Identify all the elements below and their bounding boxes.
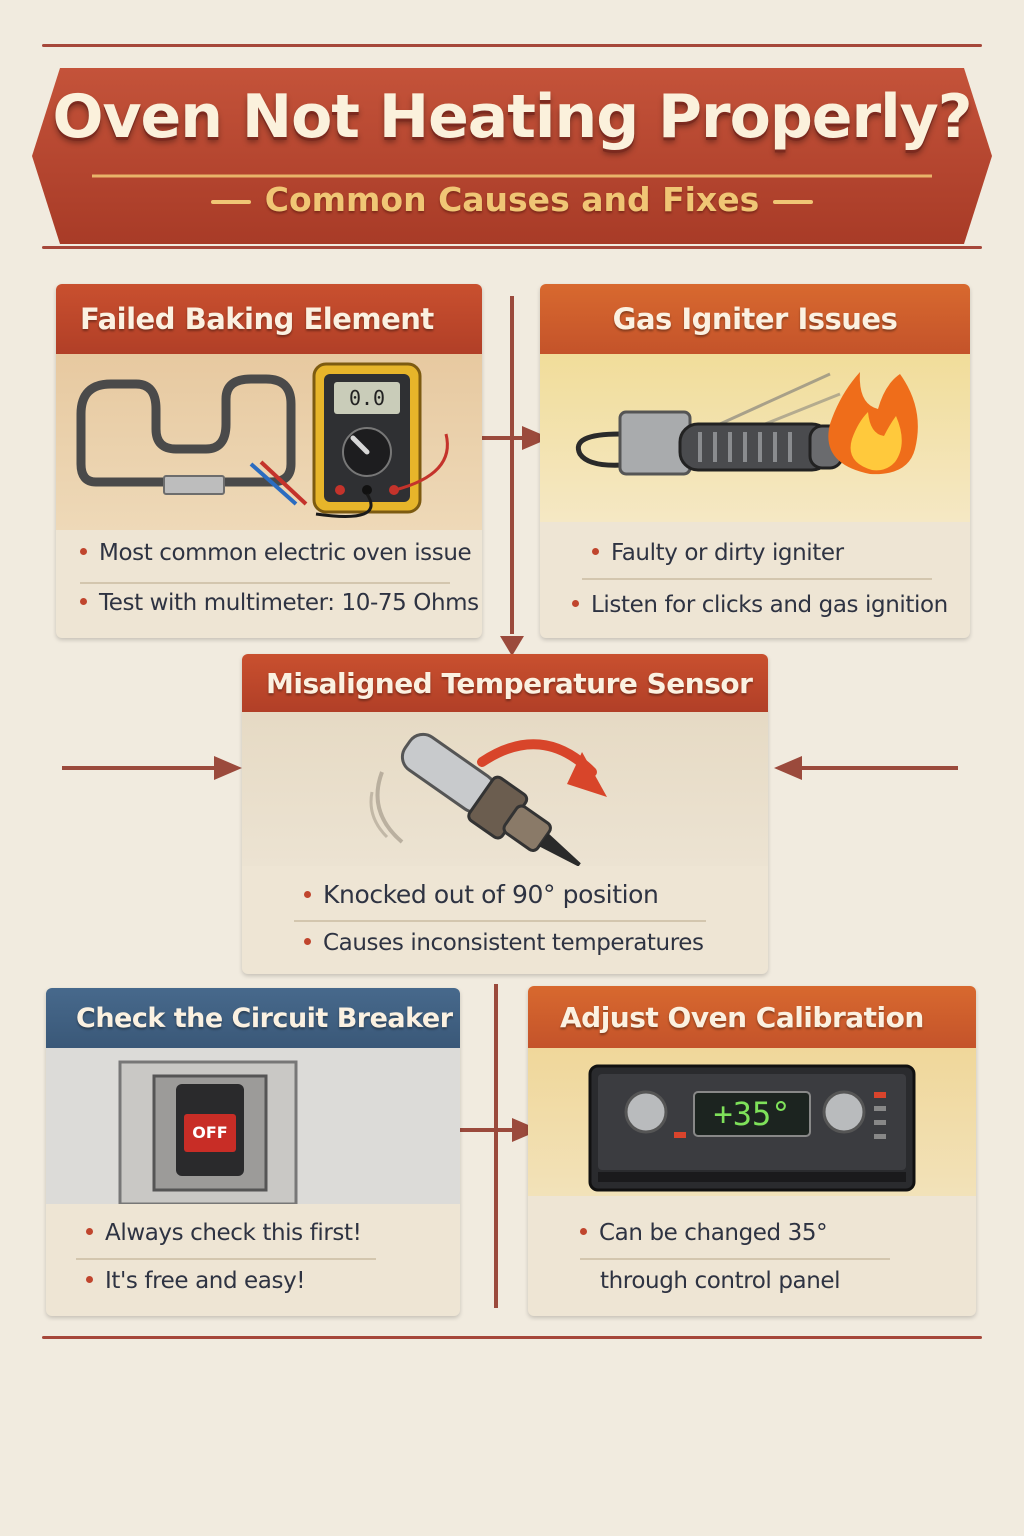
card-circuit-breaker: Check the Circuit Breaker OFF Always che…	[46, 988, 460, 1316]
subtitle-text: Common Causes and Fixes	[264, 180, 760, 219]
bullet-text: Always check this first!	[105, 1220, 362, 1246]
bullet-dot	[86, 1276, 93, 1283]
bullet-dot	[80, 598, 87, 605]
card-temperature-sensor-title: Misaligned Temperature Sensor	[242, 654, 768, 712]
bullet-dot	[80, 548, 87, 555]
dash-left	[210, 199, 251, 204]
igniter-icon	[618, 410, 844, 476]
oven-control-panel-illustration: +35°	[528, 1048, 976, 1196]
card-baking-element: Failed Baking Element 0.0 Most common el…	[56, 284, 482, 638]
bullet-item: Most common electric oven issue	[80, 540, 472, 566]
card-gas-igniter: Gas Igniter Issues Faulty	[540, 284, 970, 638]
bullet-item: Listen for clicks and gas ignition	[572, 592, 948, 618]
flame-icon	[828, 372, 918, 475]
separator	[76, 1258, 376, 1260]
header-banner	[32, 68, 992, 244]
separator	[582, 578, 932, 580]
separator	[294, 920, 706, 922]
bottom-rule	[42, 1336, 982, 1339]
bullet-text: Most common electric oven issue	[99, 540, 472, 566]
circuit-breaker-illustration: OFF	[46, 1048, 460, 1206]
bullet-text: Test with multimeter: 10-75 Ohms	[99, 590, 479, 616]
separator	[580, 1258, 890, 1260]
bullet-dot	[304, 938, 311, 945]
bullet-text: Can be changed 35°	[599, 1220, 828, 1246]
bullet-text-continuation: through control panel	[600, 1268, 841, 1294]
gas-igniter-illustration	[540, 354, 970, 522]
multimeter-icon	[312, 362, 422, 514]
bullet-dot	[580, 1228, 587, 1235]
sensor-probe-icon	[400, 732, 581, 867]
left-knob-icon	[624, 1090, 668, 1134]
card-baking-element-title: Failed Baking Element	[56, 284, 482, 354]
bullet-text: Knocked out of 90° position	[323, 880, 659, 909]
bullet-item: Faulty or dirty igniter	[592, 540, 844, 566]
page-title: Oven Not Heating Properly?	[52, 82, 972, 152]
top-rule	[42, 44, 982, 47]
bullet-text: Causes inconsistent temperatures	[323, 930, 704, 956]
bullet-item: Causes inconsistent temperatures	[304, 930, 704, 956]
card-oven-calibration-title: Adjust Oven Calibration	[528, 986, 976, 1048]
calibration-display: +35°	[713, 1095, 791, 1133]
bullet-item: It's free and easy!	[86, 1268, 306, 1294]
breaker-switch-label: OFF	[192, 1123, 228, 1142]
right-knob-icon	[822, 1090, 866, 1134]
bullet-dot	[86, 1228, 93, 1235]
multimeter-reading: 0.0	[348, 386, 386, 410]
page-subtitle: Common Causes and Fixes	[0, 180, 1024, 219]
bullet-dot	[592, 548, 599, 555]
card-oven-calibration: Adjust Oven Calibration +35° Can be chan…	[528, 986, 976, 1316]
bullet-dot	[304, 890, 311, 898]
bullet-item: Always check this first!	[86, 1220, 362, 1246]
element-bracket	[163, 475, 225, 495]
bullet-item: Knocked out of 90° position	[304, 880, 659, 909]
bullet-item: Can be changed 35°	[580, 1220, 828, 1246]
card-gas-igniter-title: Gas Igniter Issues	[540, 284, 970, 354]
bullet-item: Test with multimeter: 10-75 Ohms	[80, 590, 479, 616]
card-temperature-sensor: Misaligned Temperature Sensor Knocked ou…	[242, 654, 768, 974]
heating-element-coil	[76, 374, 296, 487]
arrow-down-center-head	[500, 636, 524, 656]
bullet-text: Listen for clicks and gas ignition	[591, 592, 948, 618]
temperature-sensor-illustration	[242, 712, 768, 867]
banner-bottom-rule	[42, 246, 982, 249]
dash-right	[773, 199, 814, 204]
bullet-text: It's free and easy!	[105, 1268, 306, 1294]
baking-element-illustration: 0.0	[56, 354, 482, 530]
separator	[80, 582, 450, 584]
card-circuit-breaker-title: Check the Circuit Breaker	[46, 988, 460, 1048]
bullet-text: Faulty or dirty igniter	[611, 540, 844, 566]
bullet-dot	[572, 600, 579, 607]
